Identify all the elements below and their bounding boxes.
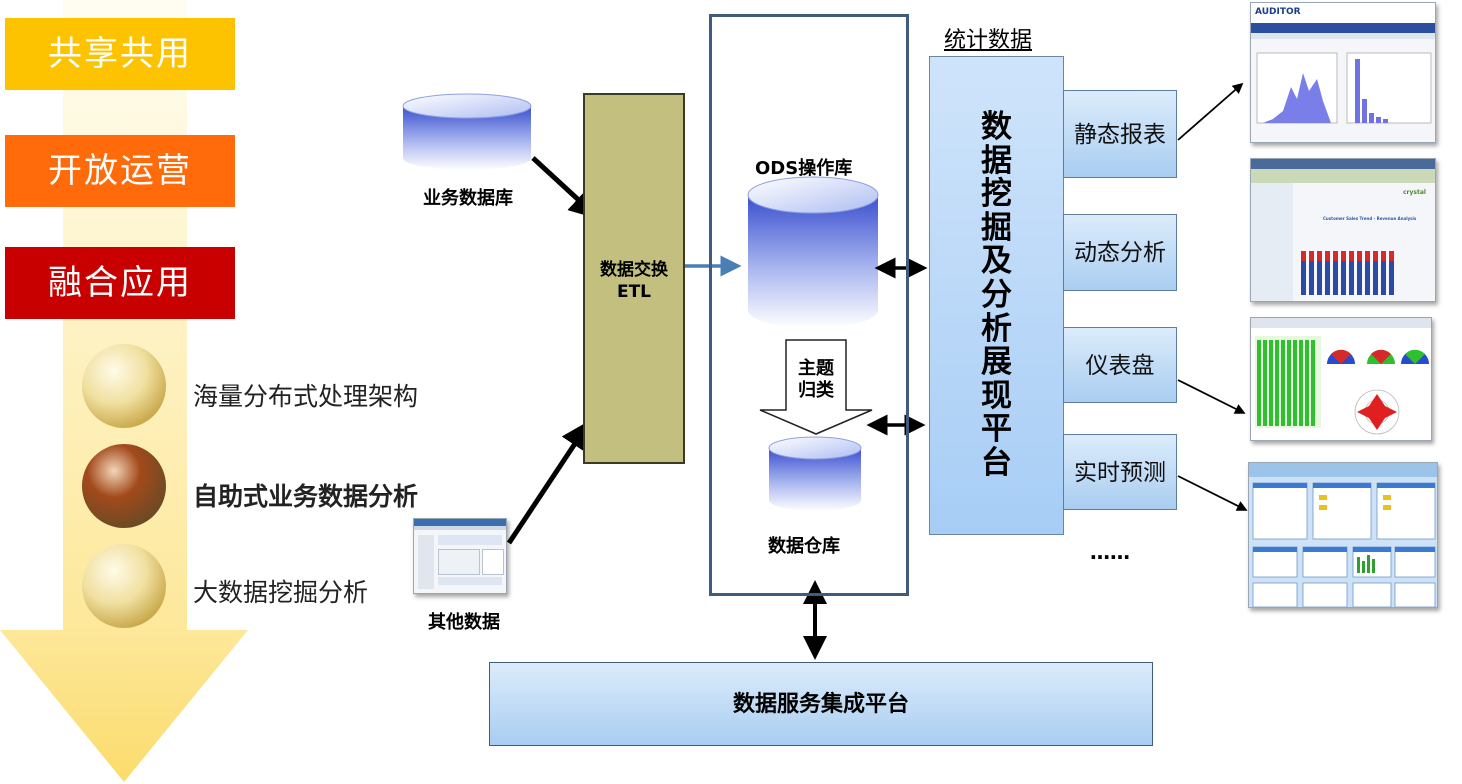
other-data-label: 其他数据 [428, 612, 500, 633]
bullet-big-data-mining: 大数据挖掘分析 [193, 578, 369, 607]
ods-database-icon [747, 176, 879, 328]
platform-title-char: 析 [981, 310, 1012, 347]
static-report-thumbnail: AUDITOR [1250, 2, 1436, 143]
business-database-icon [402, 93, 532, 170]
sphere-icon-3 [82, 544, 166, 628]
platform-title-char: 展 [981, 344, 1012, 381]
arrow-other-to-etl [506, 419, 591, 545]
etl-box: 数据交换 ETL [583, 93, 685, 464]
static-report-chart-graphic [1256, 52, 1432, 124]
classify-label-line1: 主题 [798, 358, 834, 379]
platform-title-char: 挖 [981, 176, 1012, 213]
crystal-bar-chart [1301, 251, 1394, 295]
classify-label-line2: 归类 [798, 380, 834, 401]
platform-title-char: 分 [981, 276, 1012, 313]
ods-title: ODS操作库 [755, 158, 853, 179]
etl-label-line1: 数据交换 [600, 260, 668, 280]
statistics-data-label: 统计数据 [944, 28, 1033, 53]
etl-label-line2: ETL [616, 282, 652, 302]
business-database-label: 业务数据库 [423, 188, 513, 209]
crystal-chart-title: Customer Sales Trend - Revenue Analysis [1323, 216, 1417, 221]
dashboard-thumbnail [1250, 317, 1432, 441]
classify-down-arrow [759, 339, 873, 435]
bullet-distributed-processing: 海量分布式处理架构 [193, 382, 419, 411]
realtime-forecast-thumbnail [1248, 462, 1438, 608]
bullet-self-service-analysis: 自助式业务数据分析 [193, 482, 419, 511]
pill-fusion-application: 融合应用 [5, 247, 235, 319]
more-ellipsis: …… [1090, 540, 1130, 564]
auditor-logo: AUDITOR [1255, 7, 1301, 17]
dashboard-graphic [1255, 336, 1429, 435]
other-data-thumbnail [413, 518, 507, 594]
platform-title-char: 掘 [981, 209, 1012, 246]
sphere-icon-1 [82, 344, 166, 428]
data-warehouse-label: 数据仓库 [768, 536, 840, 557]
platform-title-char: 及 [981, 243, 1012, 280]
platform-title-char: 台 [981, 444, 1012, 481]
data-warehouse-icon [768, 436, 862, 511]
platform-title-char: 现 [981, 377, 1012, 414]
classify-label: 主题 归类 [786, 358, 846, 402]
arrow-realtime-forecast [1177, 475, 1248, 511]
arrow-static-report [1177, 82, 1244, 141]
bullet-spheres [82, 344, 166, 628]
sphere-icon-2 [82, 444, 166, 528]
platform-title-char: 据 [981, 142, 1012, 179]
ods-container [709, 14, 909, 596]
arrow-dashboard [1177, 379, 1246, 414]
dynamic-analysis-box: 动态分析 [1063, 214, 1177, 291]
data-service-platform: 数据服务集成平台 [489, 662, 1153, 746]
platform-title-char: 平 [981, 411, 1012, 448]
dynamic-analysis-thumbnail: crystal Customer Sales Trend - Revenue A… [1250, 158, 1436, 302]
realtime-forecast-box: 实时预测 [1063, 434, 1177, 510]
forecast-graphic [1252, 482, 1436, 607]
dashboard-box: 仪表盘 [1063, 327, 1177, 403]
crystal-logo: crystal [1403, 189, 1426, 196]
static-report-box: 静态报表 [1063, 90, 1177, 178]
mining-analysis-platform: 数据挖掘及分析展现平台 [929, 56, 1064, 535]
pill-shared: 共享共用 [5, 18, 235, 90]
pill-open-operation: 开放运营 [5, 135, 235, 207]
platform-title: 数据挖掘及分析展现平台 [930, 109, 1063, 481]
platform-title-char: 数 [981, 109, 1012, 145]
